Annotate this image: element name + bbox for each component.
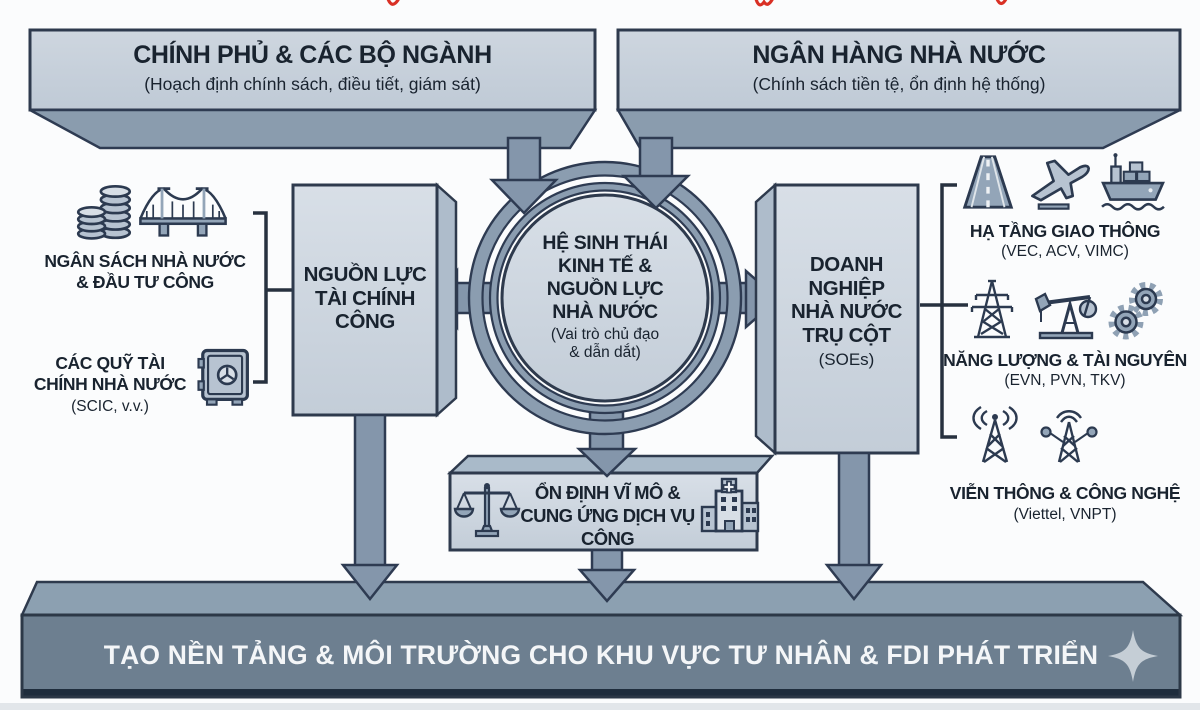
transport-infra-label: HẠ TẦNG GIAO THÔNG [969,221,1161,241]
down-arrows-to-footer [340,413,884,603]
state-budget-label: NGÂN SÁCH NHÀ NƯỚC & ĐẦU TƯ CÔNG [44,251,246,293]
energy-resources-sublabel: (EVN, PVN, TKV) [1004,372,1126,389]
ecosystem-rings [467,160,743,436]
coins-icon [72,176,138,244]
central-bank-banner-shape [616,28,1182,112]
top-down-arrows [489,136,692,215]
gears-icon [1108,280,1166,340]
ecosystem-circle [500,193,710,403]
public-finance-box-bevel [435,182,458,418]
red-annotation-fragments [386,0,1008,7]
page-bottom-strip [0,703,1200,710]
scales-icon [452,477,522,545]
ecosystem-circle-title: HỆ SINH THÁI KINH TẾ & NGUỒN LỰC NHÀ NƯỚ… [542,232,668,323]
government-banner-shape [28,28,597,112]
bridge-icon [138,178,228,244]
footer-banner-dark-strip [23,689,1179,696]
right-bracket [920,183,968,439]
footer-banner-front-face [20,613,1182,699]
government-banner-funnel [29,108,598,150]
ecosystem-circle-subtitle: (Vai trò chủ đạo & dẫn dắt) [550,326,660,362]
central-bank-banner-funnel [615,108,1181,150]
network-tower-icon [1036,402,1102,470]
government-banner-subtitle: (Hoạch định chính sách, điều tiết, giám … [144,74,481,94]
safe-icon [190,342,258,410]
hospital-icon [698,474,762,540]
central-bank-banner-subtitle: (Chính sách tiền tệ, ổn định hệ thống) [752,74,1046,94]
road-icon [957,150,1019,214]
left-bracket [253,211,295,384]
transport-infra-sublabel: (VEC, ACV, VIMC) [1001,243,1129,260]
soe-box-bevel [754,182,777,456]
radio-tower-icon [962,402,1028,470]
circle-to-macro-arrowhead [575,447,639,478]
ship-icon [1098,148,1168,214]
oil-pumpjack-icon [1032,276,1100,342]
telecom-tech-sublabel: (Viettel, VNPT) [1013,506,1117,523]
airplane-icon [1026,148,1094,212]
power-pylon-icon [960,276,1024,342]
state-funds-sublabel: (SCIC, v.v.) [71,398,149,415]
central-bank-banner-title: NGÂN HÀNG NHÀ NƯỚC [752,41,1046,69]
government-banner-title: CHÍNH PHỦ & CÁC BỘ NGÀNH [133,41,492,69]
public-finance-box-title: NGUỒN LỰC TÀI CHÍNH CÔNG [303,263,427,334]
sparkle-icon [1108,630,1158,682]
soe-box-title: DOANH NGHIỆP NHÀ NƯỚC TRỤ CỘT [790,253,902,347]
soe-box [773,183,920,455]
footer-banner-label: TẠO NỀN TẢNG & MÔI TRƯỜNG CHO KHU VỰC TƯ… [103,640,1099,670]
public-finance-box [291,183,439,417]
energy-resources-label: NĂNG LƯỢNG & TÀI NGUYÊN [943,350,1187,370]
telecom-tech-label: VIỄN THÔNG & CÔNG NGHỆ [949,483,1181,503]
soe-box-subtitle: (SOEs) [818,350,875,369]
state-funds-label: CÁC QUỸ TÀI CHÍNH NHÀ NƯỚC [33,353,187,395]
macro-box-label: ỔN ĐỊNH VĨ MÔ & CUNG ỨNG DỊCH VỤ CÔNG [520,482,695,550]
